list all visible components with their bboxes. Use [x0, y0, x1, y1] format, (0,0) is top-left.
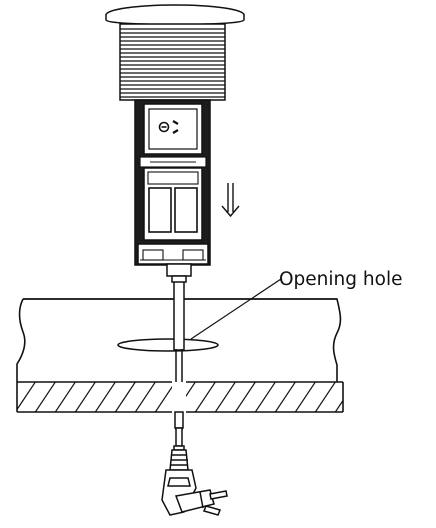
usb-ports	[148, 187, 198, 233]
opening-hole-label: Opening hole	[279, 269, 403, 290]
label-leader-line	[190, 278, 282, 340]
popup-socket	[105, 4, 245, 283]
opening-hole	[117, 338, 219, 352]
down-arrow-icon	[221, 183, 240, 218]
countertop-outline	[16, 298, 342, 382]
ring-threads	[120, 28, 225, 98]
power-plug	[161, 449, 228, 516]
cable-lower	[173, 411, 185, 451]
outlet-icon	[158, 120, 179, 134]
